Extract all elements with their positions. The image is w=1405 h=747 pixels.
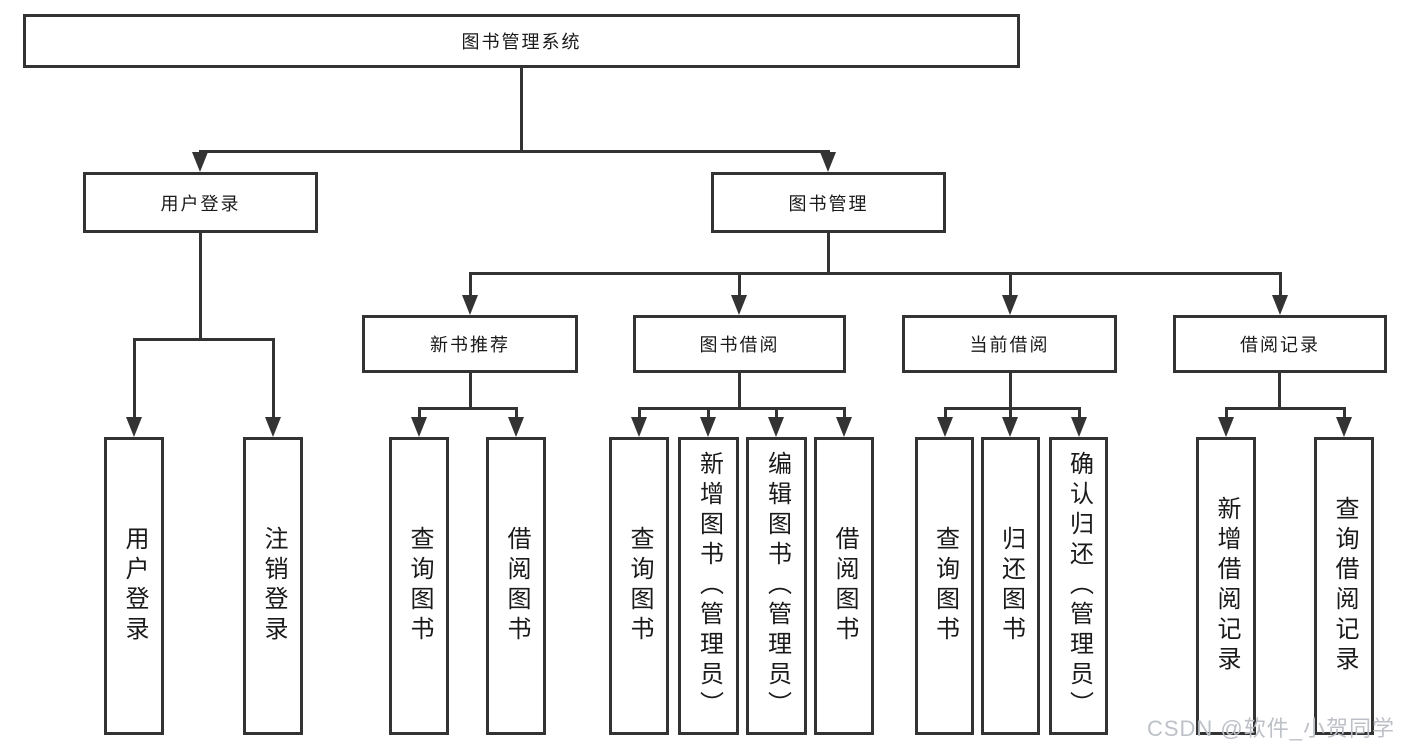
connector-vline (827, 233, 830, 274)
connector-arrowhead (1071, 417, 1087, 437)
node-library-management-system: 图书管理系统 (23, 14, 1020, 68)
connector-vline (1078, 407, 1081, 421)
node-label: 新书推荐 (430, 335, 510, 355)
connector-arrowhead (508, 417, 524, 437)
connector-vline (638, 407, 641, 421)
leaf-label: 新增借阅记录 (1213, 496, 1240, 676)
connector-vline (738, 373, 741, 407)
connector-arrowhead (700, 417, 716, 437)
leaf-label: 归还图书 (997, 526, 1025, 646)
leaf-query-books-borrow: 查询图书 (609, 437, 669, 735)
leaf-return-books: 归还图书 (981, 437, 1040, 735)
leaf-confirm-return-admin: 确认归还（管理员） (1049, 437, 1108, 735)
leaf-label: 借阅图书 (503, 526, 530, 646)
connector-arrowhead (631, 417, 647, 437)
watermark-text: CSDN @软件_小贺同学 (1146, 716, 1395, 741)
leaf-logout: 注销登录 (243, 437, 303, 735)
leaf-borrow-books-recommend: 借阅图书 (486, 437, 546, 735)
node-label: 当前借阅 (969, 335, 1050, 355)
connector-arrowhead (937, 417, 953, 437)
connector-vline (944, 407, 947, 421)
connector-hline (944, 407, 1081, 410)
connector-hline (133, 338, 274, 341)
connector-vline (1343, 407, 1346, 421)
node-book-management: 图书管理 (711, 172, 946, 233)
connector-arrowhead (768, 417, 784, 437)
node-user-login: 用户登录 (83, 172, 318, 233)
leaf-query-books-current: 查询图书 (915, 437, 974, 735)
leaf-add-books-admin: 新增图书（管理员） (678, 437, 739, 735)
connector-vline (707, 407, 710, 421)
leaf-label: 借阅图书 (831, 526, 858, 646)
connector-vline (272, 338, 275, 420)
leaf-label: 查询图书 (626, 526, 653, 646)
connector-vline (469, 272, 472, 298)
connector-hline (638, 407, 846, 410)
leaf-label: 确认归还（管理员） (1065, 451, 1093, 721)
connector-arrowhead (1218, 417, 1234, 437)
connector-arrowhead (192, 152, 208, 172)
node-label: 用户登录 (160, 193, 241, 214)
connector-arrowhead (411, 417, 427, 437)
leaf-add-borrow-record: 新增借阅记录 (1196, 437, 1256, 735)
node-label: 图书管理 (788, 193, 869, 214)
node-label: 图书管理系统 (461, 32, 582, 52)
connector-arrowhead (836, 417, 852, 437)
connector-arrowhead (462, 295, 478, 315)
connector-arrowhead (1002, 417, 1018, 437)
connector-arrowhead (731, 295, 747, 315)
leaf-label: 查询图书 (931, 526, 959, 646)
node-new-book-recommendation: 新书推荐 (362, 315, 578, 373)
connector-vline (515, 407, 518, 421)
connector-vline (1279, 272, 1282, 298)
connector-arrowhead (1336, 417, 1352, 437)
connector-vline (418, 407, 421, 421)
leaf-label: 新增图书（管理员） (695, 451, 723, 721)
connector-vline (1009, 373, 1012, 407)
connector-hline (469, 272, 1281, 275)
node-book-borrowing: 图书借阅 (633, 315, 846, 373)
node-current-borrowing: 当前借阅 (902, 315, 1117, 373)
connector-vline (199, 233, 202, 338)
connector-vline (469, 373, 472, 407)
leaf-label: 编辑图书（管理员） (763, 451, 791, 721)
connector-arrowhead (126, 417, 142, 437)
leaf-query-books-recommend: 查询图书 (389, 437, 449, 735)
leaf-user-login: 用户登录 (104, 437, 164, 735)
connector-vline (1278, 373, 1281, 407)
connector-arrowhead (820, 152, 836, 172)
connector-vline (133, 338, 136, 420)
leaf-edit-books-admin: 编辑图书（管理员） (746, 437, 807, 735)
node-borrowing-records: 借阅记录 (1173, 315, 1387, 373)
connector-hline (199, 150, 830, 153)
leaf-label: 注销登录 (260, 526, 287, 646)
connector-hline (1225, 407, 1346, 410)
connector-vline (843, 407, 846, 421)
leaf-query-borrow-record: 查询借阅记录 (1314, 437, 1374, 735)
leaf-borrow-books: 借阅图书 (814, 437, 874, 735)
connector-vline (1225, 407, 1228, 421)
leaf-label: 查询借阅记录 (1331, 496, 1358, 676)
connector-vline (1009, 407, 1012, 421)
node-label: 图书借阅 (699, 335, 780, 355)
connector-hline (418, 407, 517, 410)
leaf-label: 用户登录 (121, 526, 148, 646)
connector-vline (775, 407, 778, 421)
leaf-label: 查询图书 (406, 526, 433, 646)
connector-arrowhead (1272, 295, 1288, 315)
connector-vline (738, 272, 741, 298)
connector-arrowhead (265, 417, 281, 437)
connector-vline (520, 68, 523, 152)
node-label: 借阅记录 (1240, 335, 1320, 355)
connector-vline (1009, 272, 1012, 298)
connector-arrowhead (1002, 295, 1018, 315)
